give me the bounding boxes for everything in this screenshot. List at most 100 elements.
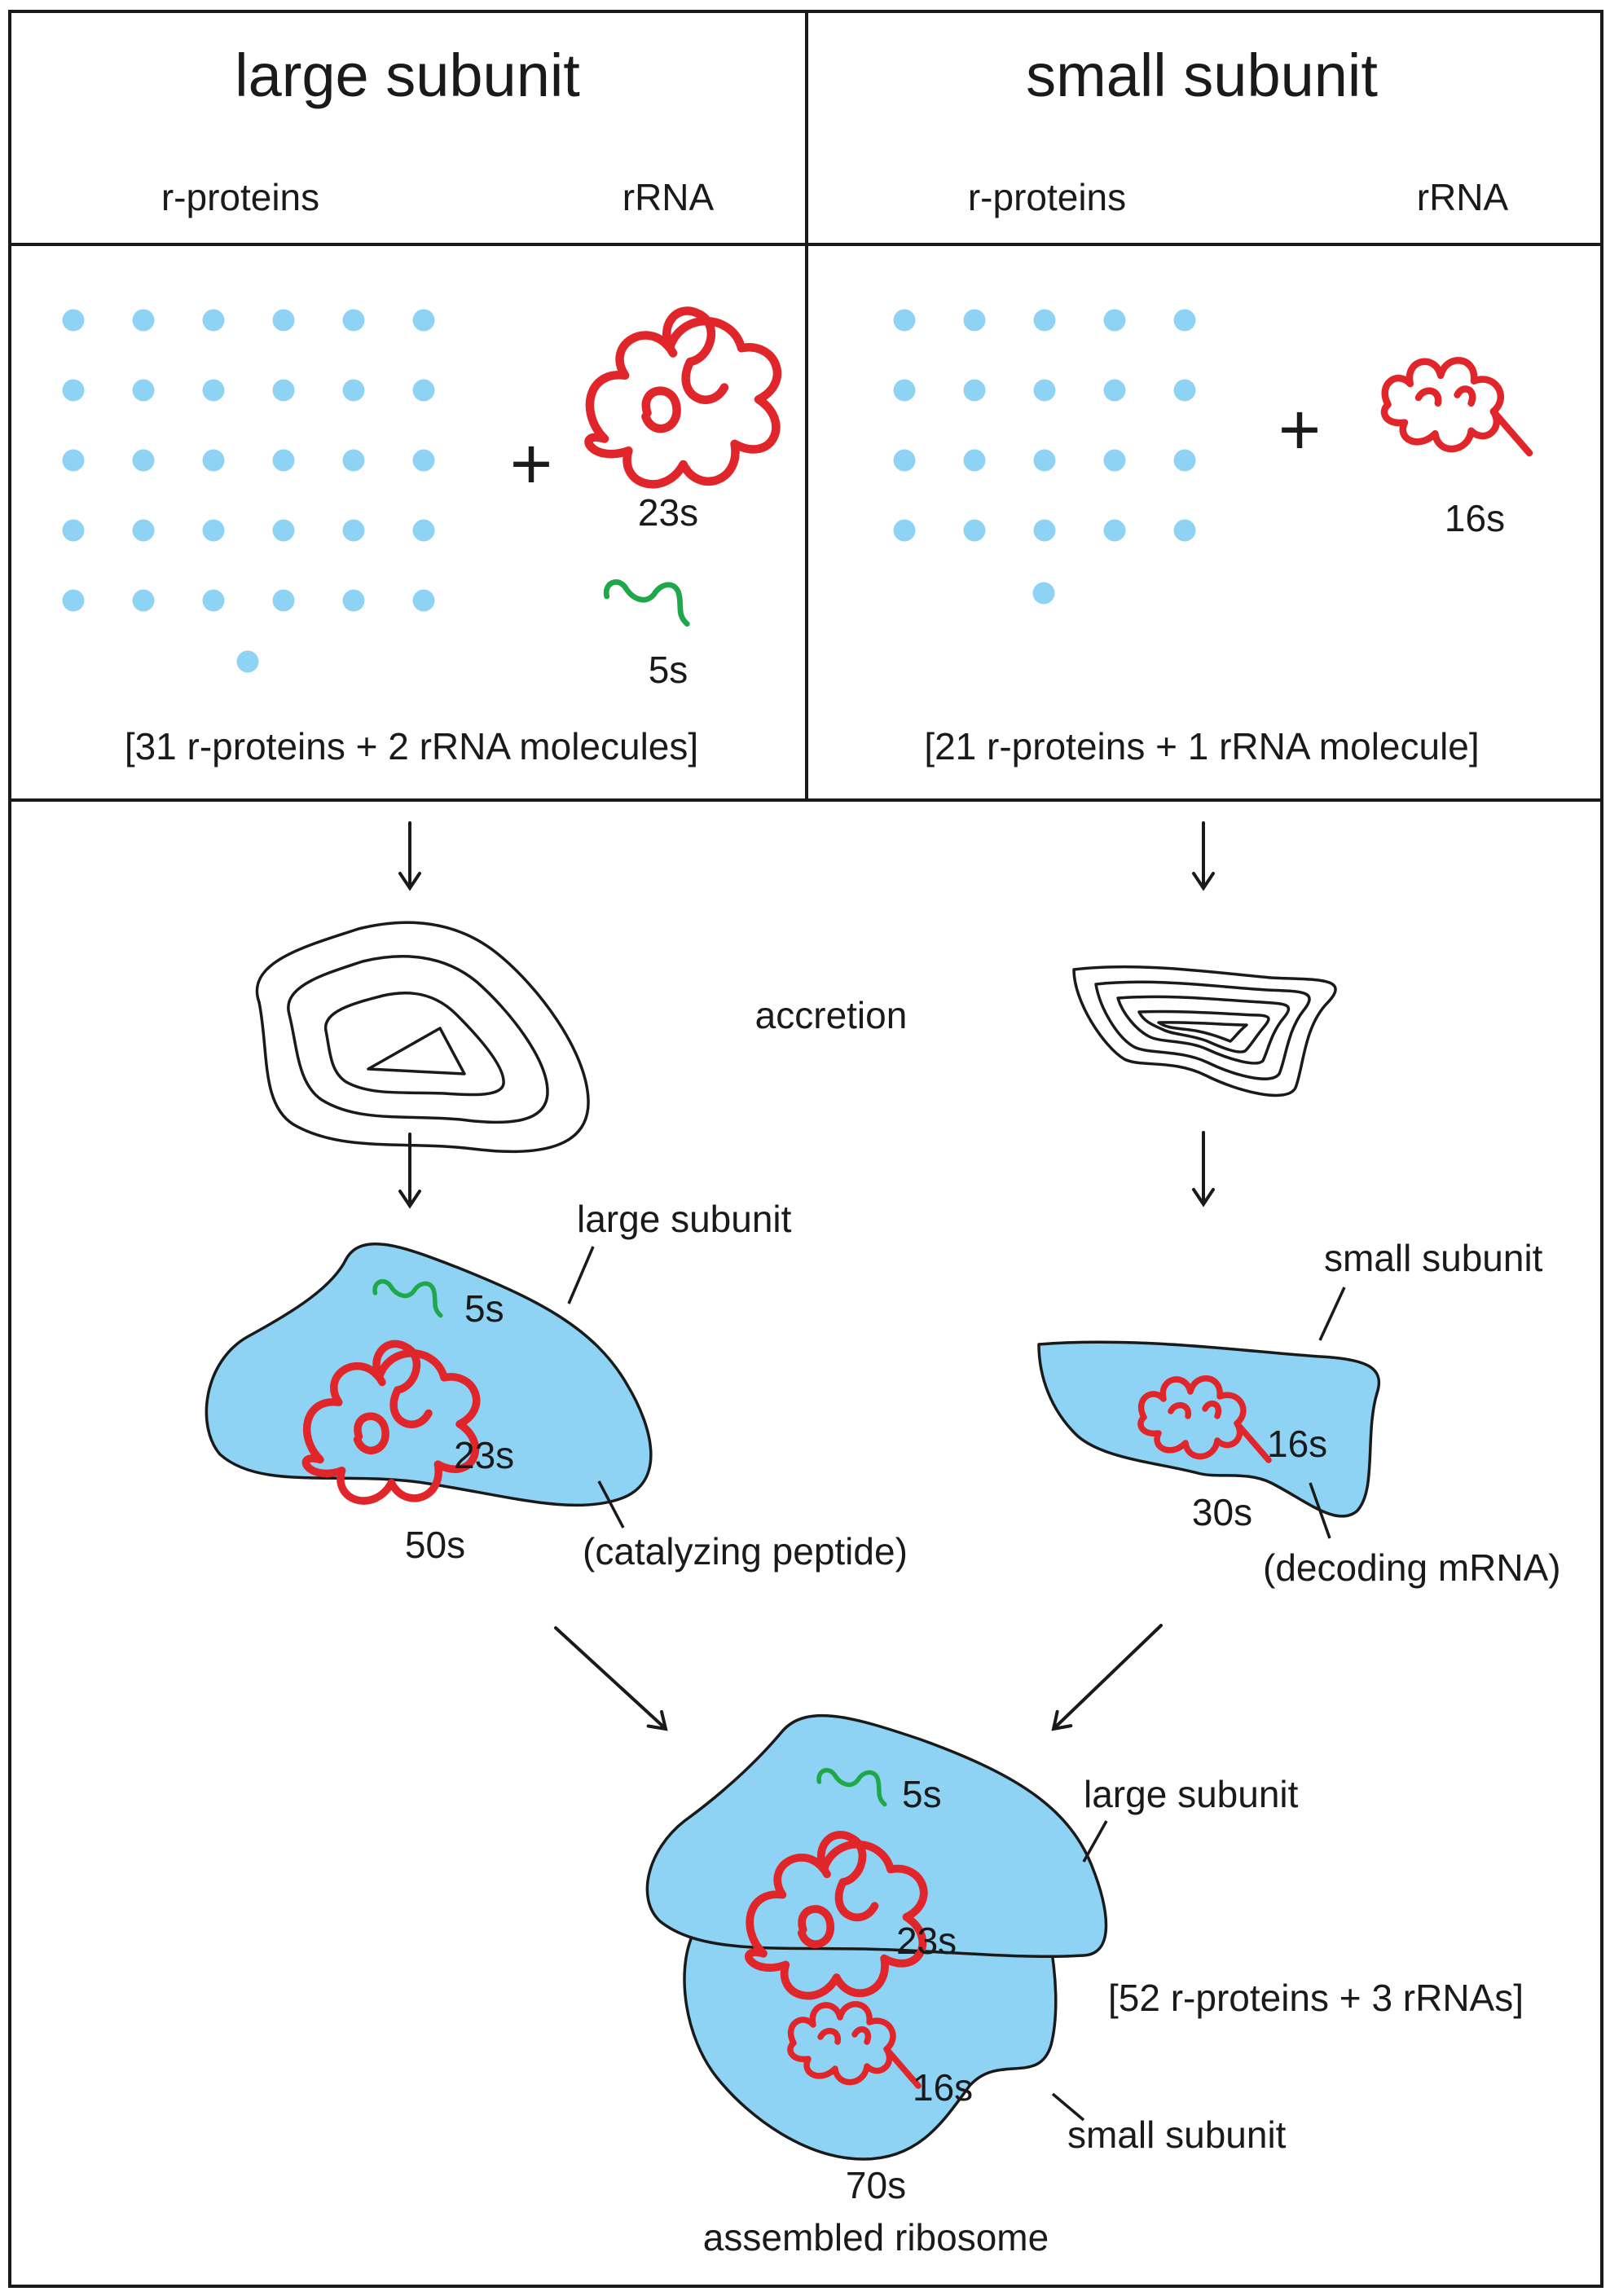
r-protein-dot xyxy=(202,589,225,612)
large-r-proteins-header: r-proteins xyxy=(161,176,319,218)
ribosome-caption: assembled ribosome xyxy=(703,2216,1049,2259)
r-protein-dot xyxy=(272,519,295,542)
r-protein-dot xyxy=(412,309,435,332)
r-protein-dot xyxy=(132,449,155,472)
large-to-ribosome-arrow xyxy=(554,1626,675,1738)
small-accretion-contours xyxy=(1072,965,1337,1097)
r-protein-dot xyxy=(963,519,986,542)
r-protein-dot xyxy=(272,449,295,472)
r-protein-dot xyxy=(236,650,259,673)
r-protein-dot xyxy=(342,379,365,402)
r-protein-dot xyxy=(1173,379,1196,402)
small-r-protein-dots xyxy=(893,309,1196,605)
r-protein-dot xyxy=(62,379,85,402)
r-protein-dot xyxy=(1033,309,1056,332)
ribosome-23s-label: 23s xyxy=(896,1920,957,1962)
large-5s-rrna xyxy=(606,582,687,623)
ribosome-5s-label: 5s xyxy=(902,1773,942,1815)
r-protein-dot xyxy=(963,449,986,472)
r-protein-dot xyxy=(1033,379,1056,402)
r-protein-dot xyxy=(893,449,916,472)
large-function-leader xyxy=(597,1480,625,1528)
r-protein-dot xyxy=(202,519,225,542)
r-protein-dot xyxy=(1173,449,1196,472)
small-result-svedberg: 30s xyxy=(1192,1491,1252,1533)
r-protein-dot xyxy=(1032,582,1055,605)
large-subunit-50s xyxy=(205,1242,653,1507)
small-subunit-body xyxy=(1037,1340,1381,1518)
assembled-ribosome-70s xyxy=(645,1713,1108,2161)
ribosome-small-subunit-body xyxy=(683,1932,1058,2161)
ribosome-large-leader xyxy=(1082,1820,1108,1863)
r-protein-dot xyxy=(272,309,295,332)
r-protein-dot xyxy=(202,449,225,472)
r-protein-dot xyxy=(963,309,986,332)
ribosome-small-label: small subunit xyxy=(1067,2113,1287,2156)
large-5s-label: 5s xyxy=(649,649,688,691)
large-result-svedberg: 50s xyxy=(405,1524,465,1566)
large-23s-rrna xyxy=(588,310,776,484)
small-subunit-30s xyxy=(1037,1340,1381,1518)
large-result-23s-label: 23s xyxy=(454,1434,514,1476)
ribosome-16s-label: 16s xyxy=(913,2066,973,2109)
r-protein-dot xyxy=(412,379,435,402)
r-protein-dot xyxy=(963,379,986,402)
r-protein-dot xyxy=(62,589,85,612)
small-16s-label: 16s xyxy=(1445,497,1505,539)
small-arrow-down-1 xyxy=(1192,821,1215,890)
large-accretion-contours xyxy=(255,921,590,1154)
large-r-protein-dots xyxy=(62,309,435,673)
large-result-function: (catalyzing peptide) xyxy=(583,1530,908,1572)
r-protein-dot xyxy=(132,379,155,402)
large-23s-label: 23s xyxy=(638,491,698,534)
accretion-label: accretion xyxy=(755,994,908,1036)
r-protein-dot xyxy=(132,519,155,542)
r-protein-dot xyxy=(1103,309,1126,332)
r-protein-dot xyxy=(132,589,155,612)
r-protein-dot xyxy=(202,309,225,332)
small-result-label-leader xyxy=(1318,1287,1346,1341)
large-rrna-header: rRNA xyxy=(622,176,715,218)
large-subunit-title: large subunit xyxy=(235,42,580,109)
r-protein-dot xyxy=(342,449,365,472)
small-rrna-header: rRNA xyxy=(1417,176,1509,218)
small-plus-sign: + xyxy=(1278,389,1322,471)
small-composition-summary: [21 r-proteins + 1 rRNA molecule] xyxy=(924,725,1479,768)
small-function-leader xyxy=(1309,1482,1331,1539)
small-r-proteins-header: r-proteins xyxy=(968,176,1126,218)
r-protein-dot xyxy=(342,309,365,332)
r-protein-dot xyxy=(202,379,225,402)
r-protein-dot xyxy=(1103,519,1126,542)
r-protein-dot xyxy=(132,309,155,332)
large-result-label-leader xyxy=(567,1246,595,1304)
r-protein-dot xyxy=(1103,449,1126,472)
r-protein-dot xyxy=(342,589,365,612)
small-result-label: small subunit xyxy=(1324,1237,1543,1279)
r-protein-dot xyxy=(1033,519,1056,542)
large-subunit-body xyxy=(205,1242,653,1507)
small-result-function: (decoding mRNA) xyxy=(1263,1546,1561,1589)
small-subunit-title: small subunit xyxy=(1026,42,1378,109)
large-composition-summary: [31 r-proteins + 2 rRNA molecules] xyxy=(125,725,698,768)
ribosome-large-label: large subunit xyxy=(1084,1773,1299,1815)
large-arrow-down-1 xyxy=(398,821,421,890)
r-protein-dot xyxy=(1033,449,1056,472)
r-protein-dot xyxy=(272,589,295,612)
r-protein-dot xyxy=(412,589,435,612)
r-protein-dot xyxy=(412,449,435,472)
small-16s-rrna xyxy=(1384,360,1529,453)
r-protein-dot xyxy=(62,449,85,472)
ribosome-large-subunit-body xyxy=(645,1713,1108,1959)
small-to-ribosome-arrow xyxy=(1045,1624,1163,1738)
ribosome-svedberg: 70s xyxy=(846,2164,906,2206)
r-protein-dot xyxy=(893,519,916,542)
r-protein-dot xyxy=(1173,309,1196,332)
r-protein-dot xyxy=(342,519,365,542)
ribosome-composition-summary: [52 r-proteins + 3 rRNAs] xyxy=(1108,1977,1524,2019)
r-protein-dot xyxy=(412,519,435,542)
r-protein-dot xyxy=(272,379,295,402)
large-result-label: large subunit xyxy=(577,1198,792,1240)
r-protein-dot xyxy=(893,309,916,332)
small-result-16s-label: 16s xyxy=(1267,1423,1327,1465)
